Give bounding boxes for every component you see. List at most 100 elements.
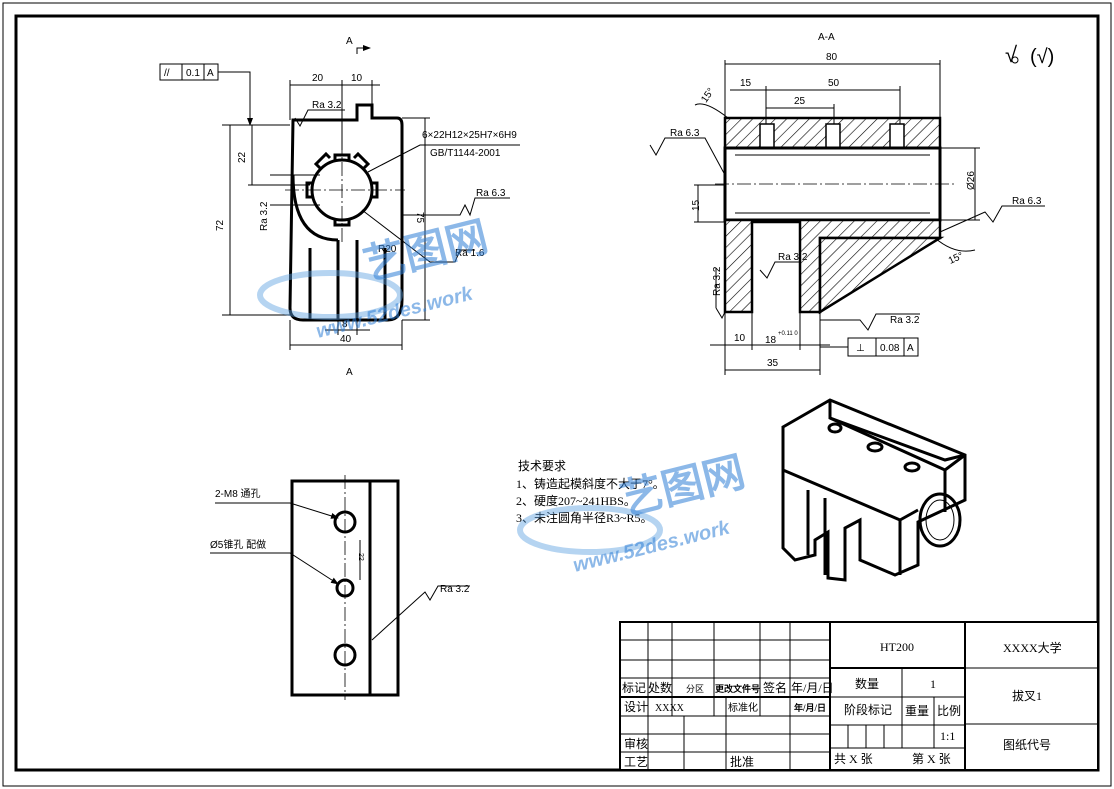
top-view: 22 2-M8 通孔 Ø5锥孔 配做 Ra 3.2 — [210, 475, 470, 700]
dim-18: 18 — [765, 335, 777, 346]
tb-drawing-no: 图纸代号 — [1003, 738, 1051, 752]
tb-hdr-sign: 签名 — [763, 680, 787, 695]
dim-40: 40 — [340, 334, 352, 345]
section-roughness-left: Ra 6.3 — [649, 128, 726, 176]
svg-text:Ra 3.2: Ra 3.2 — [712, 266, 723, 296]
dim-80: 80 — [826, 52, 838, 63]
section-roughness-slot: Ra 3.2 — [759, 252, 808, 279]
tb-hdr-zone: 分区 — [686, 684, 704, 694]
svg-text:Ra 3.2: Ra 3.2 — [312, 100, 342, 111]
dim-22: 22 — [237, 151, 248, 163]
dim-35: 35 — [767, 358, 779, 369]
perpendicularity-frame: ⊥ 0.08 A — [820, 337, 919, 357]
parallelism-frame: // 0.1 A — [159, 63, 253, 126]
svg-text:Ra 6.3: Ra 6.3 — [670, 128, 700, 139]
dim-ra32-side: Ra 3.2 — [259, 201, 270, 231]
tb-hdr-mark: 标记 — [622, 681, 646, 695]
dim-dia26: Ø26 — [966, 171, 977, 190]
section-roughness-right: Ra 6.3 — [939, 196, 1045, 233]
section-label-top: A — [346, 36, 353, 47]
watermark-logo-1: 艺图网 — [359, 213, 493, 289]
tech-item-2: 2、硬度207~241HBS。 — [516, 493, 636, 508]
svg-text:Ra 1.6: Ra 1.6 — [455, 248, 485, 259]
svg-text:⊥: ⊥ — [856, 343, 865, 354]
tb-date-value: 年/月/日 — [794, 702, 826, 713]
tb-design-label: 设计 — [624, 700, 648, 714]
roughness-top: Ra 3.2 — [294, 100, 345, 128]
svg-text:Ra 3.2: Ra 3.2 — [778, 252, 808, 263]
roughness-inner: Ra 1.6 — [361, 209, 485, 263]
angle-bottom: 15° — [947, 251, 965, 267]
tb-sheet-no: 第 X 张 — [912, 752, 951, 766]
surface-other-check: (√) — [1030, 46, 1054, 68]
tb-review-label: 审核 — [624, 736, 648, 751]
tb-approve-label: 批准 — [730, 754, 754, 769]
top-roughness: Ra 3.2 — [371, 584, 470, 641]
section-roughness-bottom-left: Ra 3.2 — [712, 266, 726, 320]
tb-school: XXXX大学 — [1003, 640, 1062, 655]
tb-hdr-change: 更改文件号 — [715, 683, 760, 694]
dim-20: 20 — [312, 73, 324, 84]
section-view: A-A 80 15 50 25 15° Ø26 — [649, 32, 1045, 375]
section-roughness-bottom-right: Ra 3.2 — [820, 313, 920, 331]
dim-10: 10 — [351, 73, 363, 84]
tech-item-1: 1、铸造起模斜度不大于7°。 — [516, 476, 665, 491]
dim-75: 75 — [414, 212, 425, 224]
tb-process-label: 工艺 — [624, 755, 648, 769]
dim-18-tolerance: +0.11 0 — [778, 331, 798, 337]
inner-border — [14, 14, 1100, 772]
svg-text:0.08: 0.08 — [880, 343, 900, 354]
tech-requirements: 技术要求 1、铸造起模斜度不大于7°。 2、硬度207~241HBS。 3、未注… — [516, 459, 665, 525]
section-label-bottom: A — [346, 367, 353, 378]
watermark-1: 艺图网 www.52des.work — [257, 213, 493, 343]
tb-std-label: 标准化 — [728, 701, 758, 714]
surface-main-check: √ — [1005, 42, 1018, 67]
svg-text:Ra 3.2: Ra 3.2 — [440, 584, 470, 595]
tb-scale-value: 1:1 — [940, 729, 955, 743]
tb-qty-value: 1 — [930, 677, 936, 691]
tb-part-name: 拔叉1 — [1012, 688, 1042, 703]
top-dim-22: 22 — [357, 553, 364, 561]
svg-text:Ra 6.3: Ra 6.3 — [1012, 196, 1042, 207]
tb-sheets-total: 共 X 张 — [834, 752, 873, 766]
roughness-right: Ra 6.3 — [402, 188, 510, 217]
tb-qty-label: 数量 — [855, 676, 879, 691]
dim-15: 15 — [740, 78, 752, 89]
dim-72: 72 — [215, 219, 226, 231]
svg-text://: // — [164, 68, 170, 79]
front-view: 20 10 A A 72 22 Ra 3.2 75 8 40 — [159, 36, 520, 378]
dim-r20: R20 — [378, 244, 397, 255]
tb-material: HT200 — [880, 640, 914, 654]
tech-title: 技术要求 — [518, 459, 566, 473]
tb-design-value: XXXX — [655, 703, 685, 714]
isometric-view — [781, 398, 967, 582]
watermark-url-2: www.52des.work — [571, 516, 733, 576]
dim-8: 8 — [342, 319, 348, 330]
angle-top: 15° — [699, 86, 717, 105]
surface-finish-symbol: √ (√) — [1005, 42, 1054, 68]
svg-text:Ra 3.2: Ra 3.2 — [890, 315, 920, 326]
dim-50: 50 — [828, 78, 840, 89]
tb-scale-label: 比例 — [937, 704, 961, 718]
title-block: HT200 XXXX大学 拔叉1 图纸代号 数量 1 阶段标记 重量 比例 1:… — [619, 621, 1099, 771]
tb-stage-label: 阶段标记 — [844, 702, 892, 717]
hole-label: 2-M8 通孔 — [215, 488, 261, 500]
svg-text:Ra 6.3: Ra 6.3 — [476, 188, 506, 199]
dim-10: 10 — [734, 333, 746, 344]
tb-hdr-count: 处数 — [648, 680, 672, 695]
svg-text:0.1: 0.1 — [186, 68, 200, 79]
tb-hdr-date: 年/月/日 — [791, 681, 834, 695]
svg-text:A: A — [207, 68, 214, 79]
section-title: A-A — [818, 32, 835, 43]
tech-item-3: 3、未注圆角半径R3~R5。 — [516, 510, 653, 525]
spline-std: GB/T1144-2001 — [430, 148, 501, 159]
tb-weight-label: 重量 — [905, 704, 929, 718]
dim-15-vertical: 15 — [691, 199, 702, 211]
dim-25: 25 — [794, 96, 806, 107]
pin-label: Ø5锥孔 配做 — [210, 538, 266, 551]
spline-spec: 6×22H12×25H7×6H9 — [422, 130, 517, 141]
svg-text:A: A — [907, 343, 914, 354]
watermark-logo-2: 艺图网 — [616, 448, 750, 524]
